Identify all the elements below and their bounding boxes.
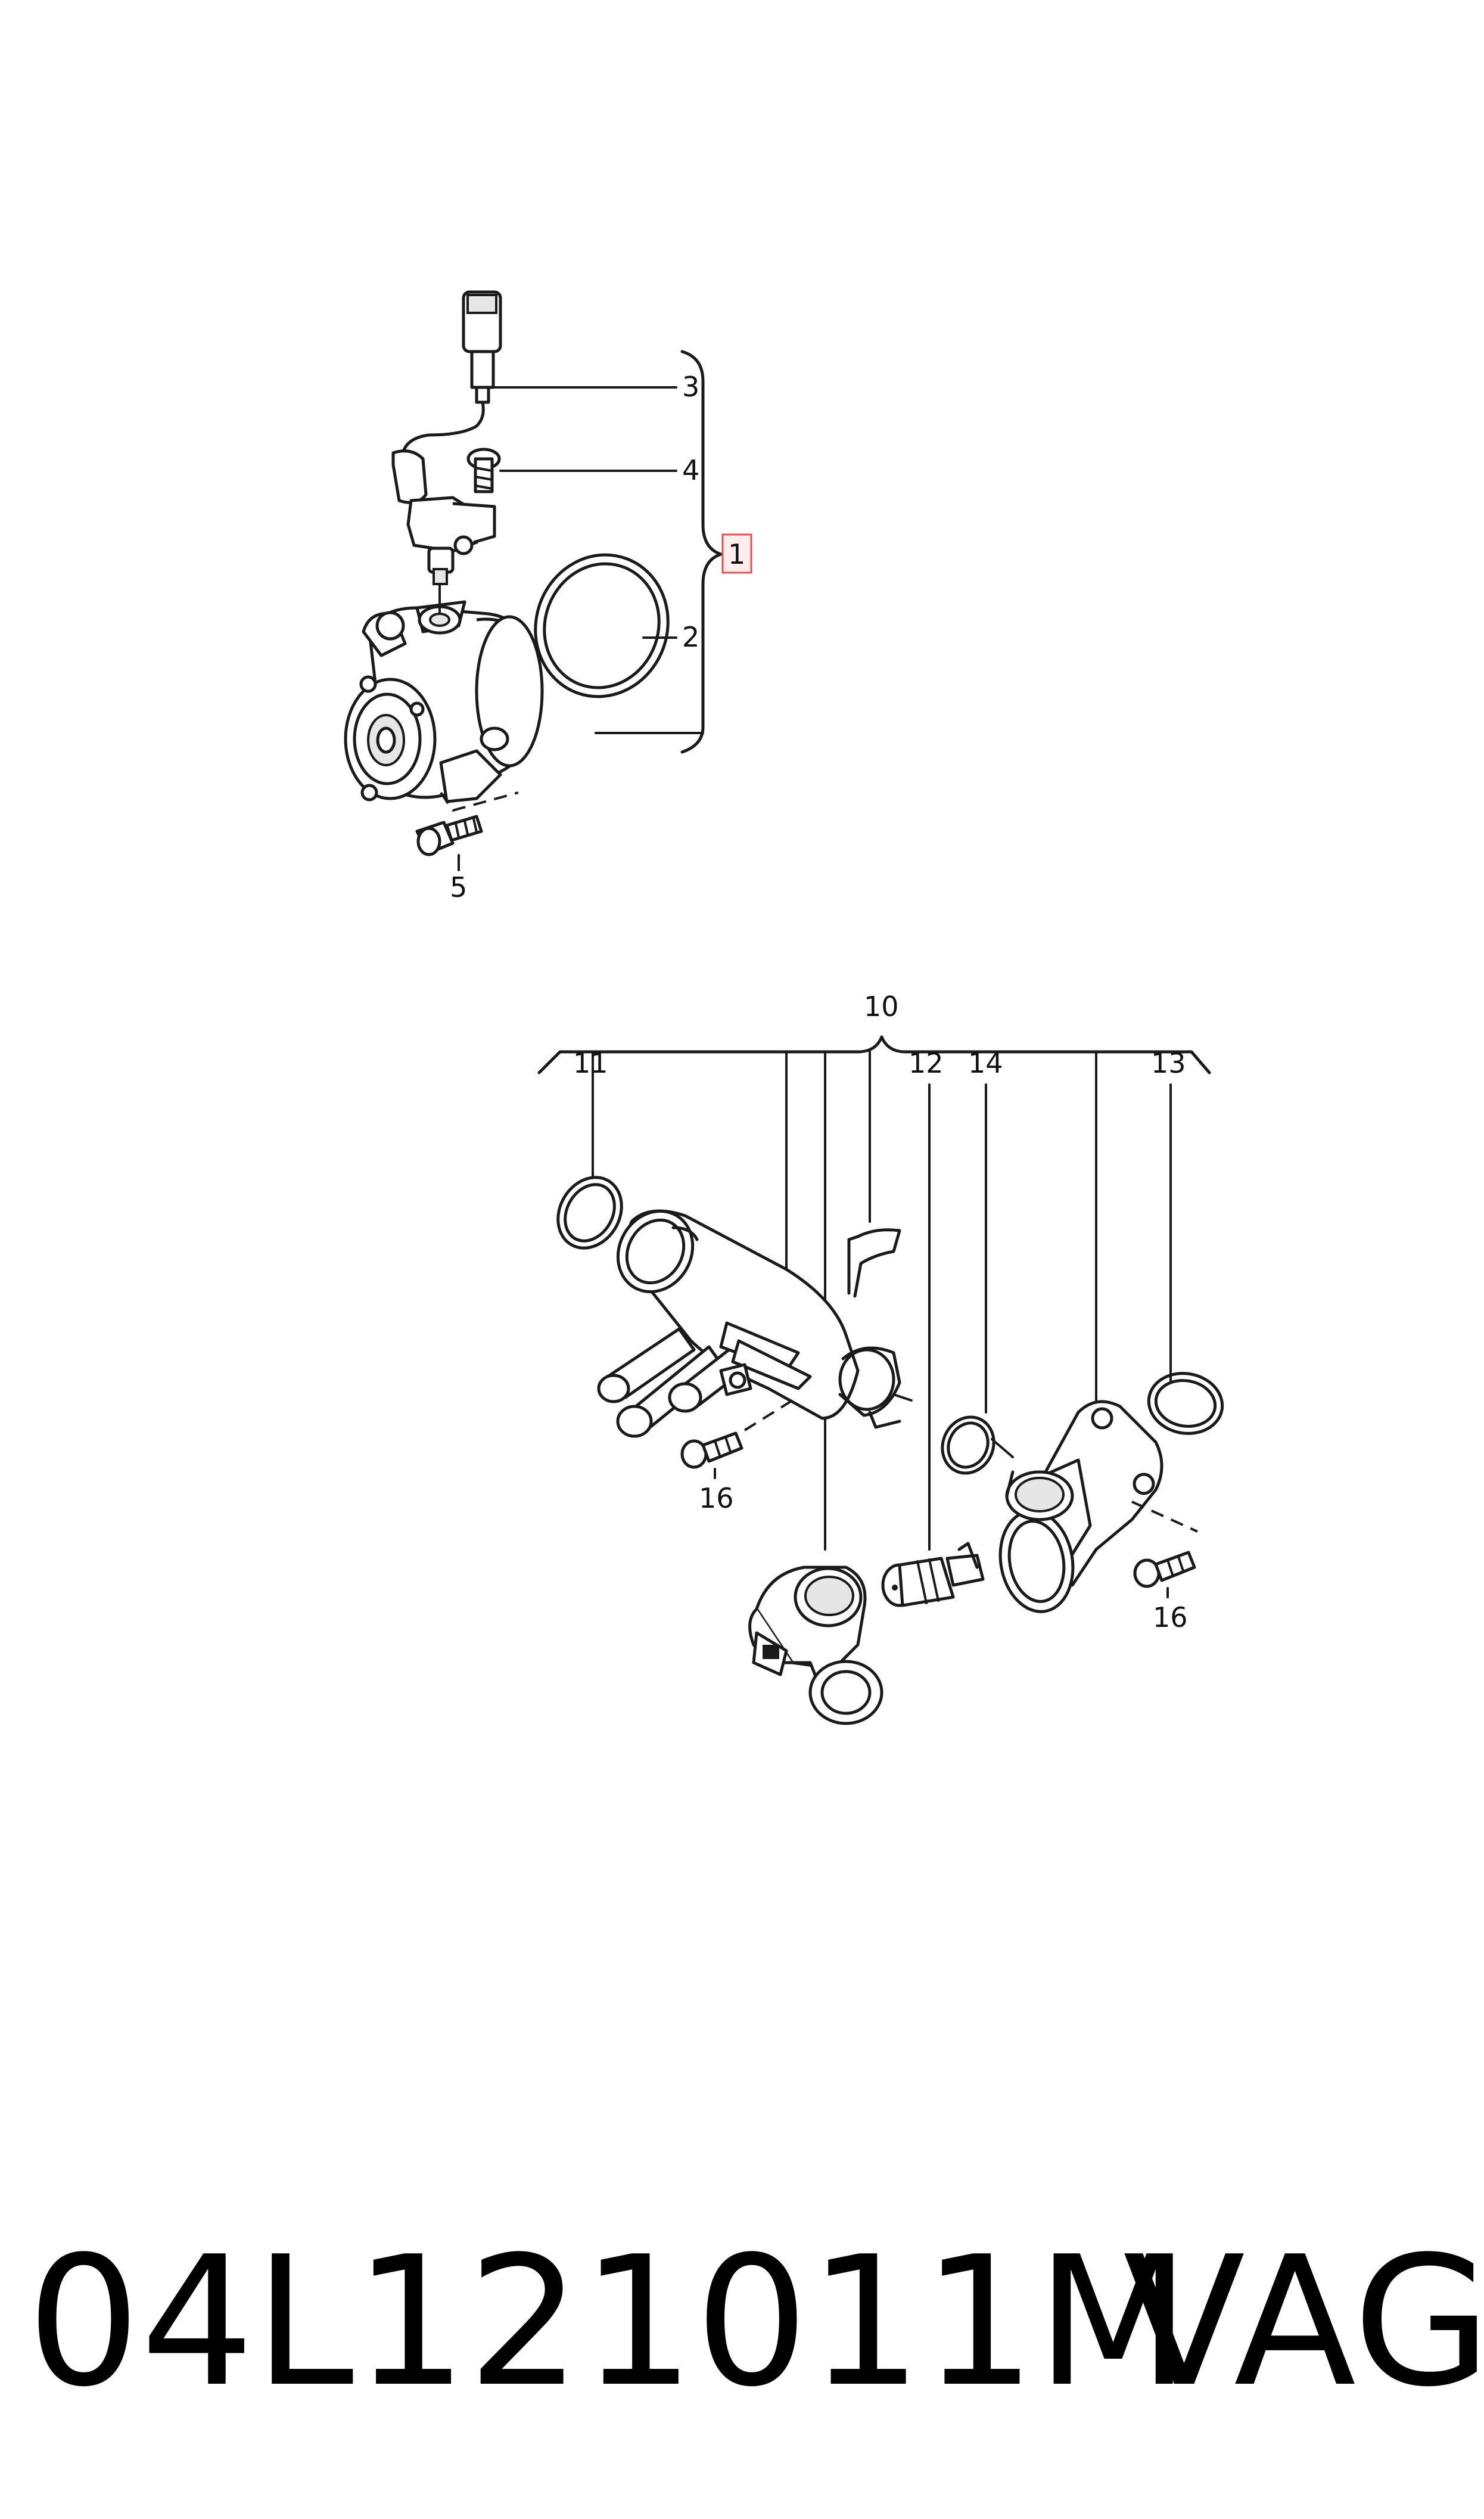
screw-5-guide <box>440 791 519 812</box>
retaining-clip <box>838 1228 913 1429</box>
screw-16-right <box>1133 1551 1196 1598</box>
callout-16-right: 16 <box>1153 1601 1188 1633</box>
o-ring-11 <box>556 1176 623 1250</box>
callout-10: 10 <box>864 990 899 1023</box>
thermostat-housing <box>998 1400 1163 1613</box>
bracket-group-1 <box>680 350 723 754</box>
thermostat-12 <box>881 1542 985 1607</box>
o-ring-2 <box>534 553 670 698</box>
callout-16-left: 16 <box>699 1482 734 1514</box>
callout-4: 4 <box>682 454 699 486</box>
callout-11: 11 <box>573 1047 608 1079</box>
callout-2: 2 <box>682 621 699 653</box>
callout-3: 3 <box>682 371 699 403</box>
elbow-housing <box>748 1566 883 1725</box>
screw-5 <box>415 815 483 871</box>
screw-16-left <box>680 1431 743 1479</box>
part-number: 04L121011M <box>27 2218 1190 2426</box>
sensor-module <box>406 496 496 621</box>
brand-label: VAG <box>1123 2218 1484 2426</box>
o-ring-13 <box>1147 1372 1224 1435</box>
screw-16-left-guide <box>743 1399 794 1431</box>
screw-4 <box>466 448 501 493</box>
callout-12: 12 <box>909 1047 944 1079</box>
callout-13: 13 <box>1151 1047 1186 1079</box>
o-ring-14 <box>941 1415 995 1475</box>
callout-5: 5 <box>450 871 467 903</box>
bracket-group-10 <box>537 1035 1211 1074</box>
sensor-connector <box>391 290 502 504</box>
coolant-flange-assembly: 10 11 12 14 13 16 16 <box>537 990 1224 1725</box>
leader-14b <box>991 1438 1014 1458</box>
callout-14: 14 <box>968 1047 1003 1079</box>
coolant-pipe <box>597 1209 860 1438</box>
pump-body <box>344 600 544 803</box>
callout-1-box[interactable] <box>721 533 752 574</box>
water-pump-assembly: 3 4 2 5 1 <box>344 290 752 903</box>
screw-16-right-guide <box>1131 1501 1198 1533</box>
callout-1[interactable]: 1 <box>728 538 745 570</box>
